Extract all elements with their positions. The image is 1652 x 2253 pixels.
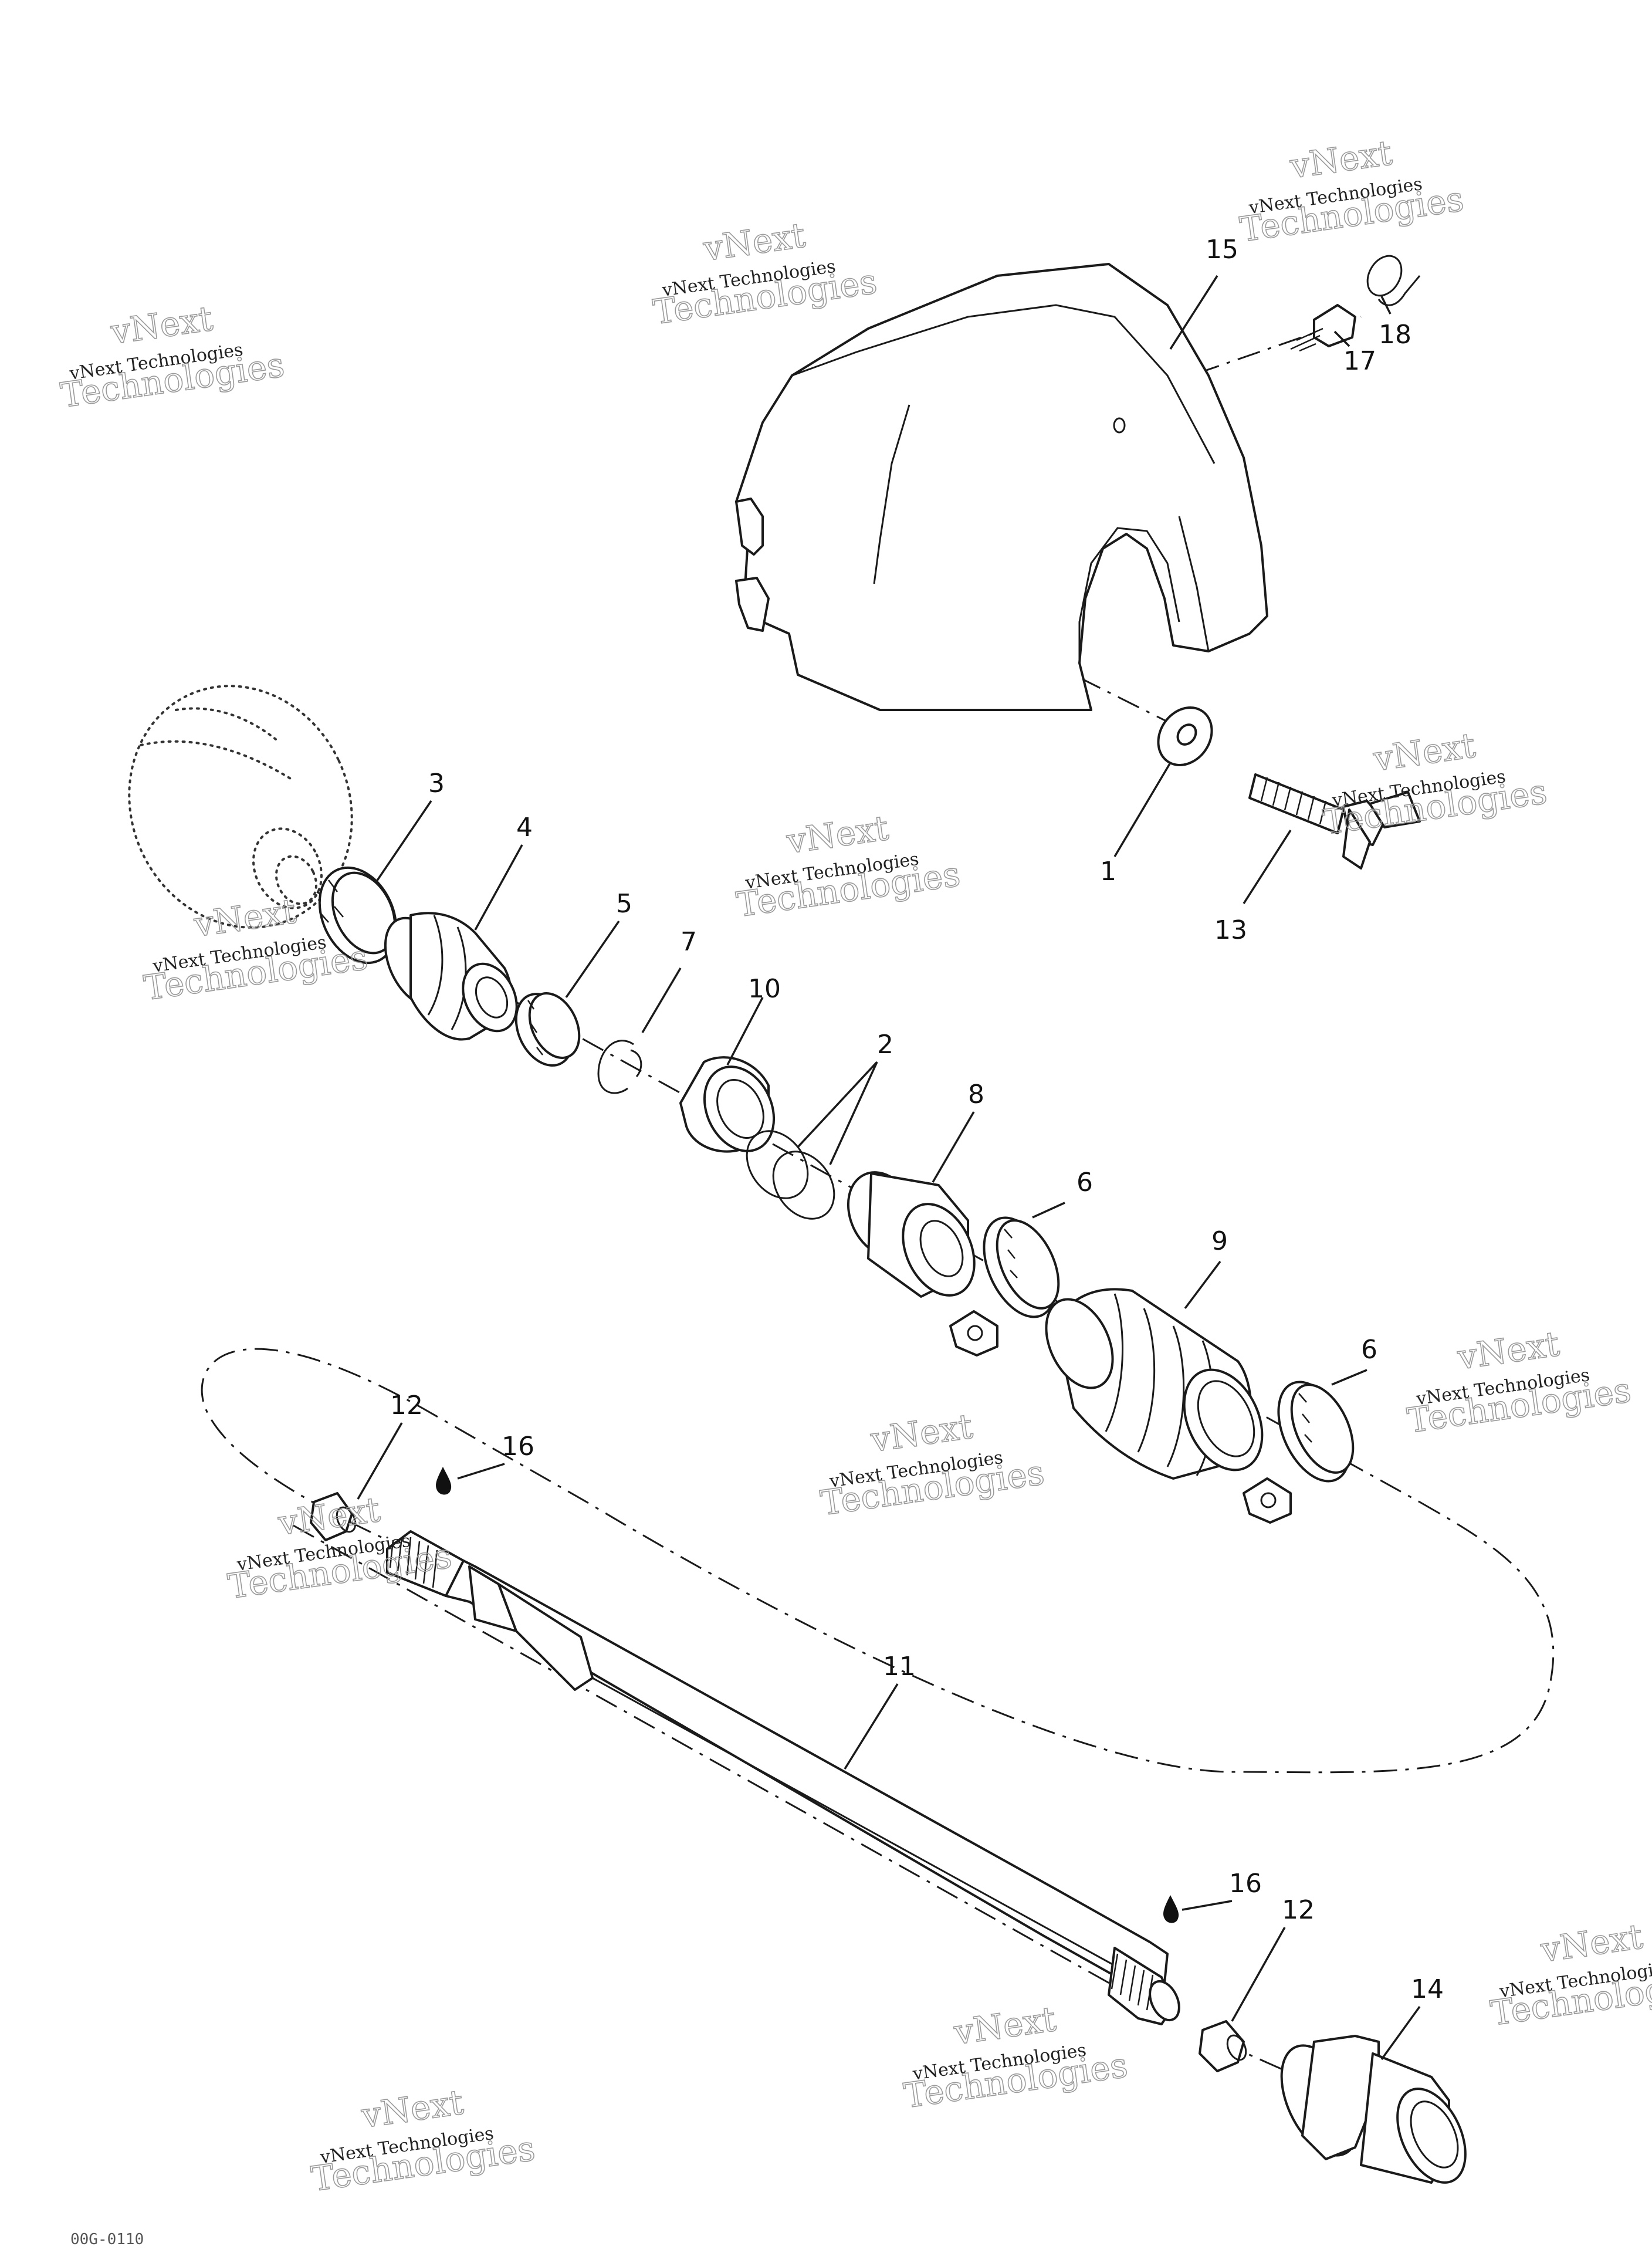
clip-part-18 <box>1366 255 1421 306</box>
watermark-3: vNext vNext Technologies Technologies <box>1237 132 1467 250</box>
grease-drop-part-16a <box>436 1467 452 1495</box>
svg-text:vNext: vNext <box>951 1999 1058 2053</box>
svg-text:vNext: vNext <box>358 2082 466 2136</box>
cover-part-15 <box>735 263 1268 711</box>
watermark-8: vNext vNext Technologies Technologies <box>818 1406 1047 1524</box>
sleeve-part-14 <box>1280 2035 1467 2184</box>
callout-9: 9 <box>1211 1226 1228 1256</box>
watermark-6: vNext vNext Technologies Technologies <box>1321 725 1550 843</box>
callout-12b: 12 <box>1282 1895 1315 1925</box>
drive-shaft-part-11 <box>386 1530 1180 2025</box>
callout-11: 11 <box>883 1652 916 1682</box>
callout-13: 13 <box>1214 915 1247 945</box>
hose-clamp-part-6b <box>1243 1381 1355 1524</box>
watermark-9: vNext vNext Technologies Technologies <box>1404 1323 1634 1441</box>
clamp-part-3 <box>318 866 398 965</box>
watermark-10: vNext vNext Technologies Technologies <box>309 2082 538 2200</box>
callout-2: 2 <box>877 1030 893 1060</box>
callout-10: 10 <box>748 974 781 1004</box>
svg-text:vNext: vNext <box>784 808 891 862</box>
callout-17: 17 <box>1343 346 1376 376</box>
svg-text:vNext: vNext <box>191 891 299 945</box>
callout-15: 15 <box>1206 235 1238 265</box>
bearing-seat-part-10 <box>679 1056 776 1153</box>
callout-7: 7 <box>681 927 697 957</box>
svg-text:vNext: vNext <box>275 1490 382 1544</box>
leader-lines <box>357 275 1421 2061</box>
callout-4: 4 <box>516 813 533 843</box>
svg-text:vNext: vNext <box>1287 133 1394 187</box>
callout-12a: 12 <box>390 1391 423 1420</box>
callout-6b: 6 <box>1361 1335 1377 1365</box>
callout-14: 14 <box>1411 1974 1444 2004</box>
o-rings-part-2 <box>746 1130 835 1220</box>
figure-code: 00G-0110 <box>70 2231 144 2248</box>
callout-5: 5 <box>616 889 632 919</box>
plug-part-12b <box>1199 2020 1247 2072</box>
callout-16a: 16 <box>502 1432 534 1462</box>
grease-drop-part-16b <box>1163 1895 1179 1923</box>
hose-clamp-part-6a <box>949 1216 1060 1356</box>
coupling-part-4 <box>384 912 518 1041</box>
watermark-11: vNext vNext Technologies Technologies <box>901 1998 1130 2116</box>
watermark-5: vNext vNext Technologies Technologies <box>733 807 963 925</box>
callout-labels: 15 17 18 1 13 3 4 5 7 10 2 8 6 9 6 12 16… <box>390 235 1444 2004</box>
svg-text:vNext: vNext <box>1455 1324 1562 1378</box>
callout-8: 8 <box>968 1080 984 1109</box>
svg-text:vNext: vNext <box>1538 1916 1646 1970</box>
flywheel-outline <box>128 685 353 929</box>
plug-part-12a <box>310 1492 357 1541</box>
watermark-12: vNext vNext Technologies Technologies <box>1488 1916 1652 2034</box>
circlip-part-7 <box>597 1040 642 1094</box>
screw-part-17 <box>1290 304 1356 352</box>
watermark-1: vNext vNext Technologies Technologies <box>57 298 287 416</box>
svg-text:vNext: vNext <box>868 1406 975 1460</box>
callout-3: 3 <box>428 769 445 799</box>
svg-text:vNext: vNext <box>108 299 215 353</box>
watermark-7: vNext vNext Technologies Technologies <box>225 1489 455 1607</box>
washer-part-1 <box>1157 706 1213 766</box>
callout-18: 18 <box>1379 320 1411 350</box>
watermark-2: vNext vNext Technologies Technologies <box>650 215 879 333</box>
svg-text:vNext: vNext <box>1370 725 1478 779</box>
clamp-part-5 <box>514 992 581 1067</box>
bushing-part-8 <box>847 1171 976 1298</box>
bellows-part-9 <box>1045 1288 1264 1480</box>
callout-16b: 16 <box>1229 1869 1262 1899</box>
callout-1: 1 <box>1100 857 1116 887</box>
svg-text:vNext: vNext <box>700 215 808 269</box>
wing-bolt-part-13 <box>1248 773 1421 870</box>
callout-6a: 6 <box>1076 1168 1093 1197</box>
